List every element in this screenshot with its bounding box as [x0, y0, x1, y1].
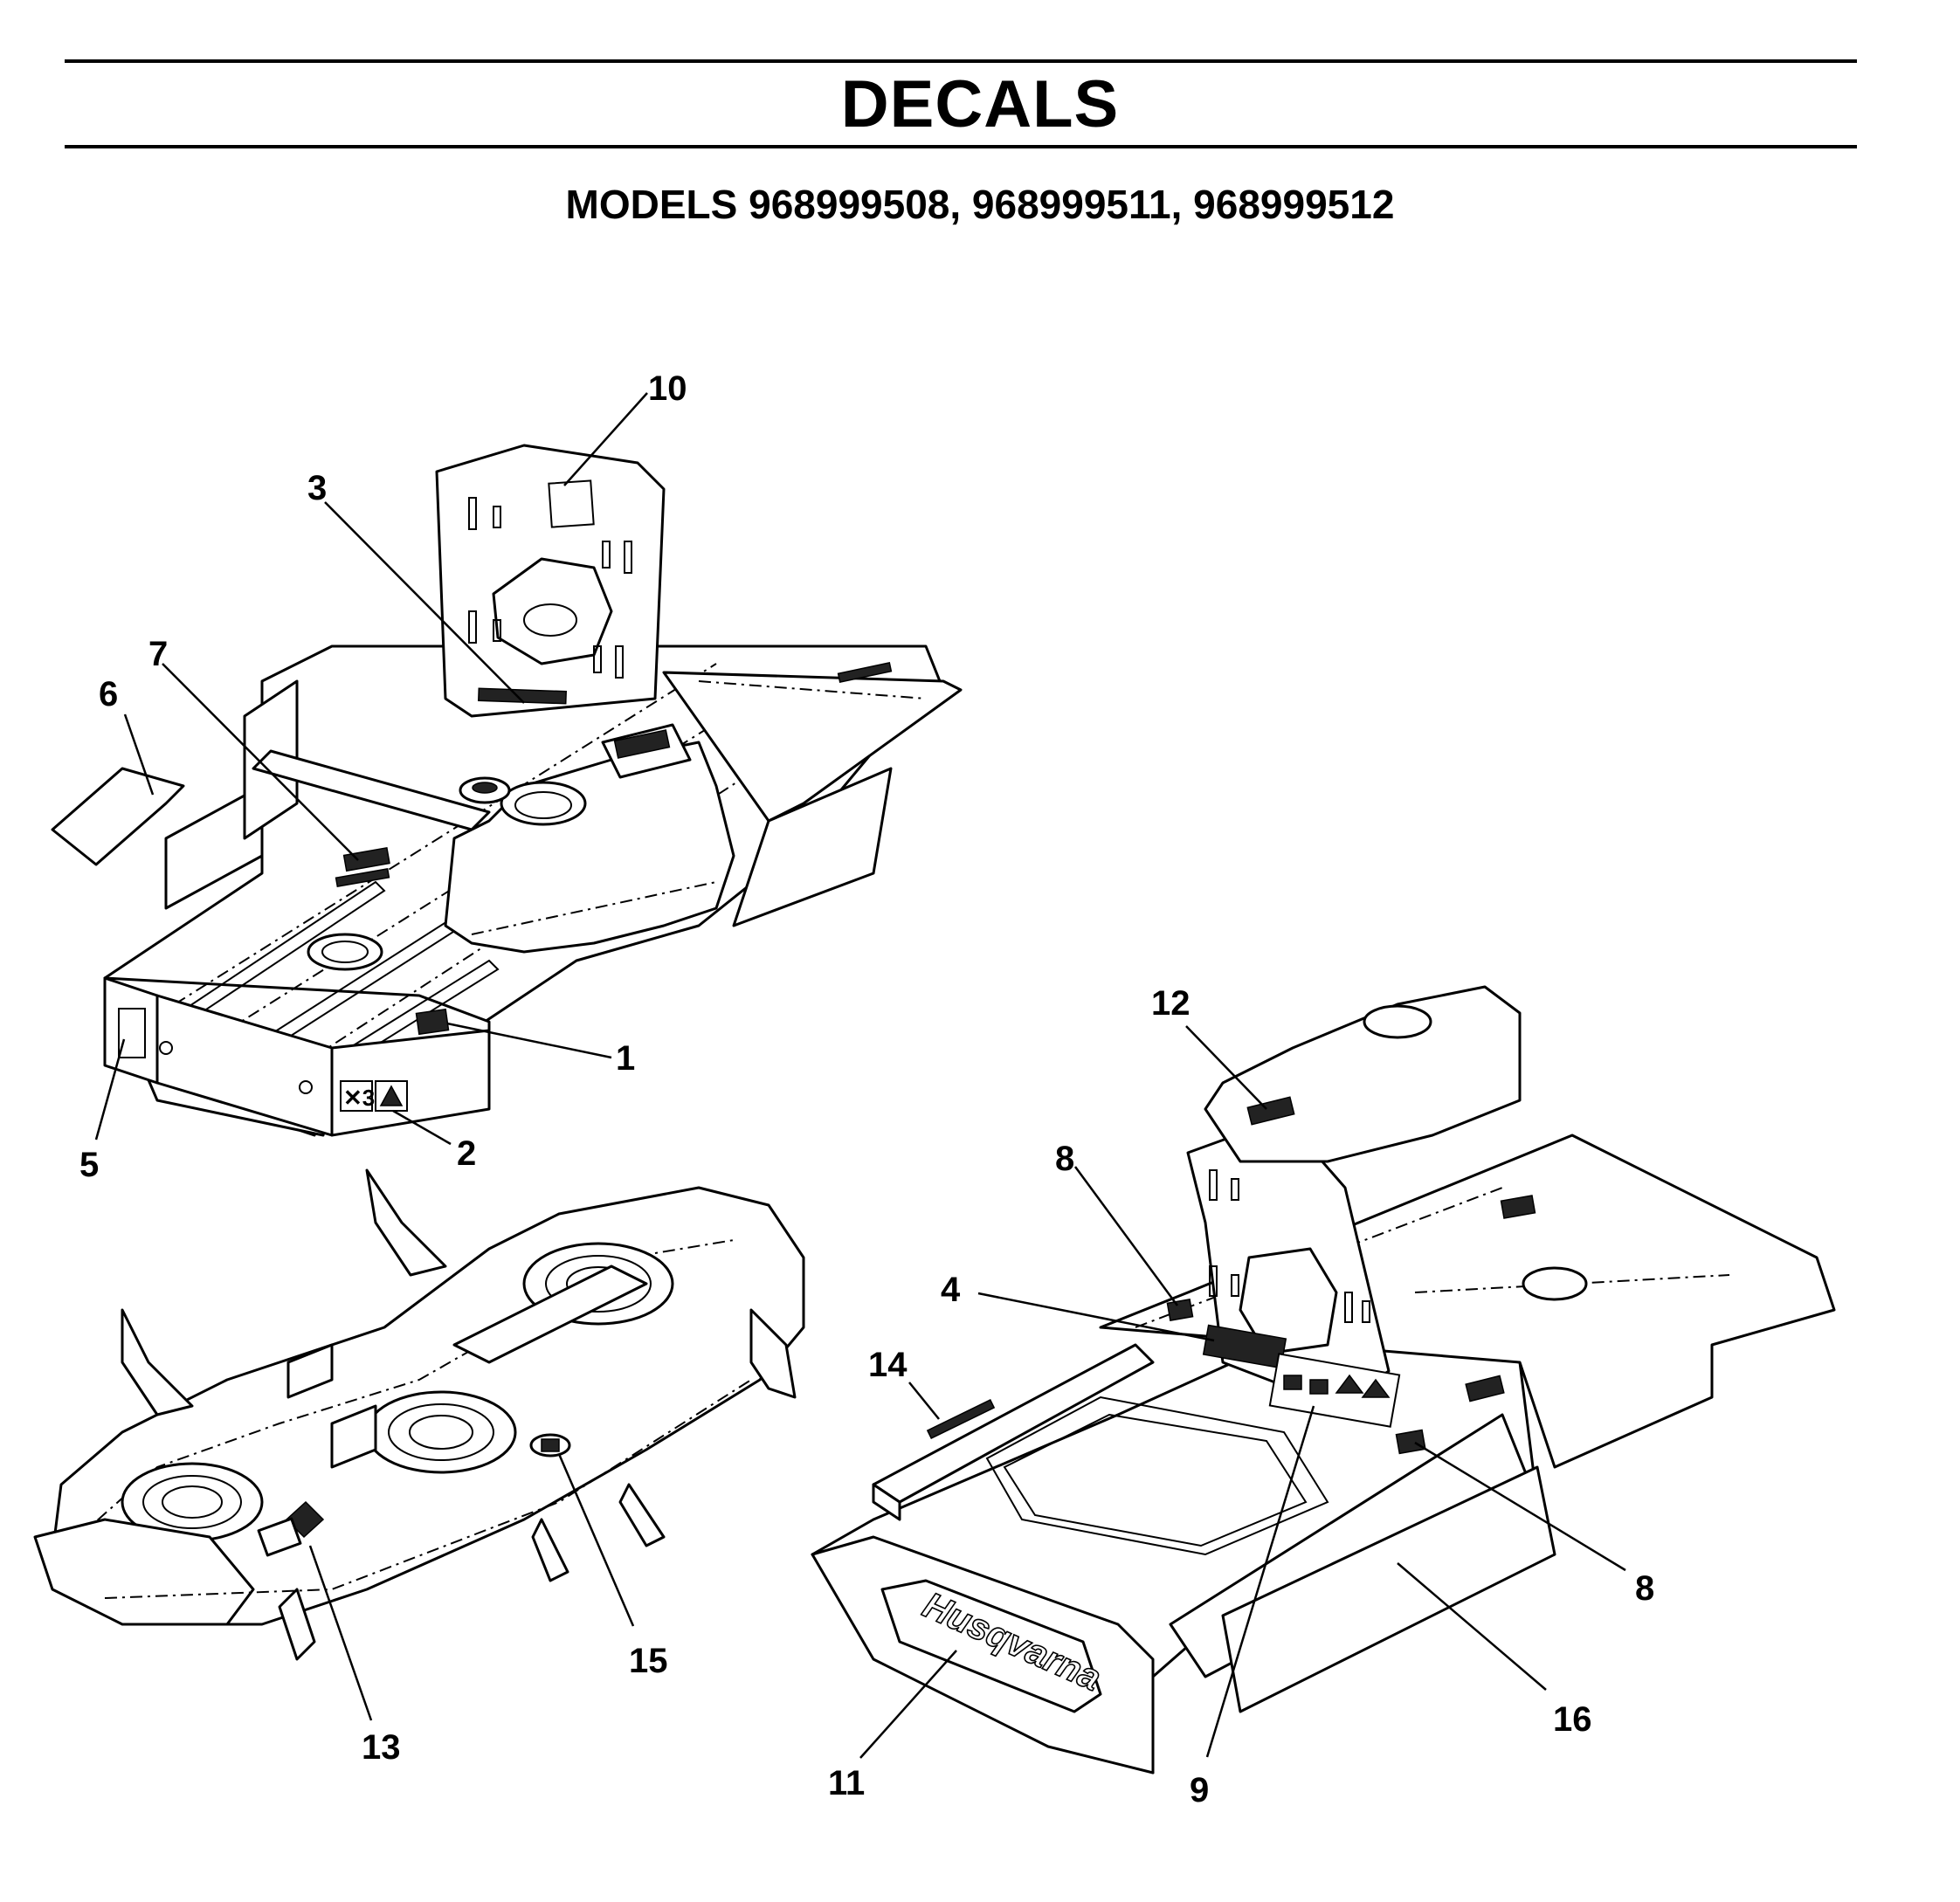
top-rule: [65, 59, 1857, 63]
callout-6: 6: [99, 675, 118, 713]
callout-15: 15: [629, 1642, 668, 1680]
callout-13: 13: [362, 1728, 401, 1767]
leader-lines: [94, 392, 1626, 1759]
callout-12: 12: [1151, 984, 1190, 1023]
callout-9: 9: [1190, 1771, 1209, 1809]
svg-text:✕3: ✕3: [343, 1085, 375, 1111]
callout-3: 3: [307, 469, 327, 507]
mower-deck-assembly: [33, 1168, 805, 1661]
callout-labels: 10 3 7 6 5 1 2 12 8 4 14 8 16 9 11 13 15: [79, 369, 1654, 1809]
callout-5: 5: [79, 1146, 99, 1184]
front-frame-assembly: ✕3: [51, 444, 963, 1137]
callout-2: 2: [457, 1134, 476, 1173]
callout-7: 7: [148, 635, 168, 673]
page-subtitle: MODELS 968999508, 968999511, 968999512: [565, 182, 1395, 227]
callout-10: 10: [648, 369, 687, 408]
callout-8-right: 8: [1635, 1569, 1654, 1608]
rear-frame-assembly: Husqvarna: [811, 985, 1836, 1775]
callout-14: 14: [868, 1346, 908, 1384]
callout-8-left: 8: [1055, 1140, 1074, 1178]
bottom-rule: [65, 145, 1857, 148]
page-title: DECALS: [840, 67, 1120, 141]
callout-16: 16: [1553, 1700, 1592, 1739]
callout-4: 4: [941, 1271, 961, 1309]
callout-11: 11: [828, 1764, 865, 1802]
callout-1: 1: [616, 1039, 635, 1078]
